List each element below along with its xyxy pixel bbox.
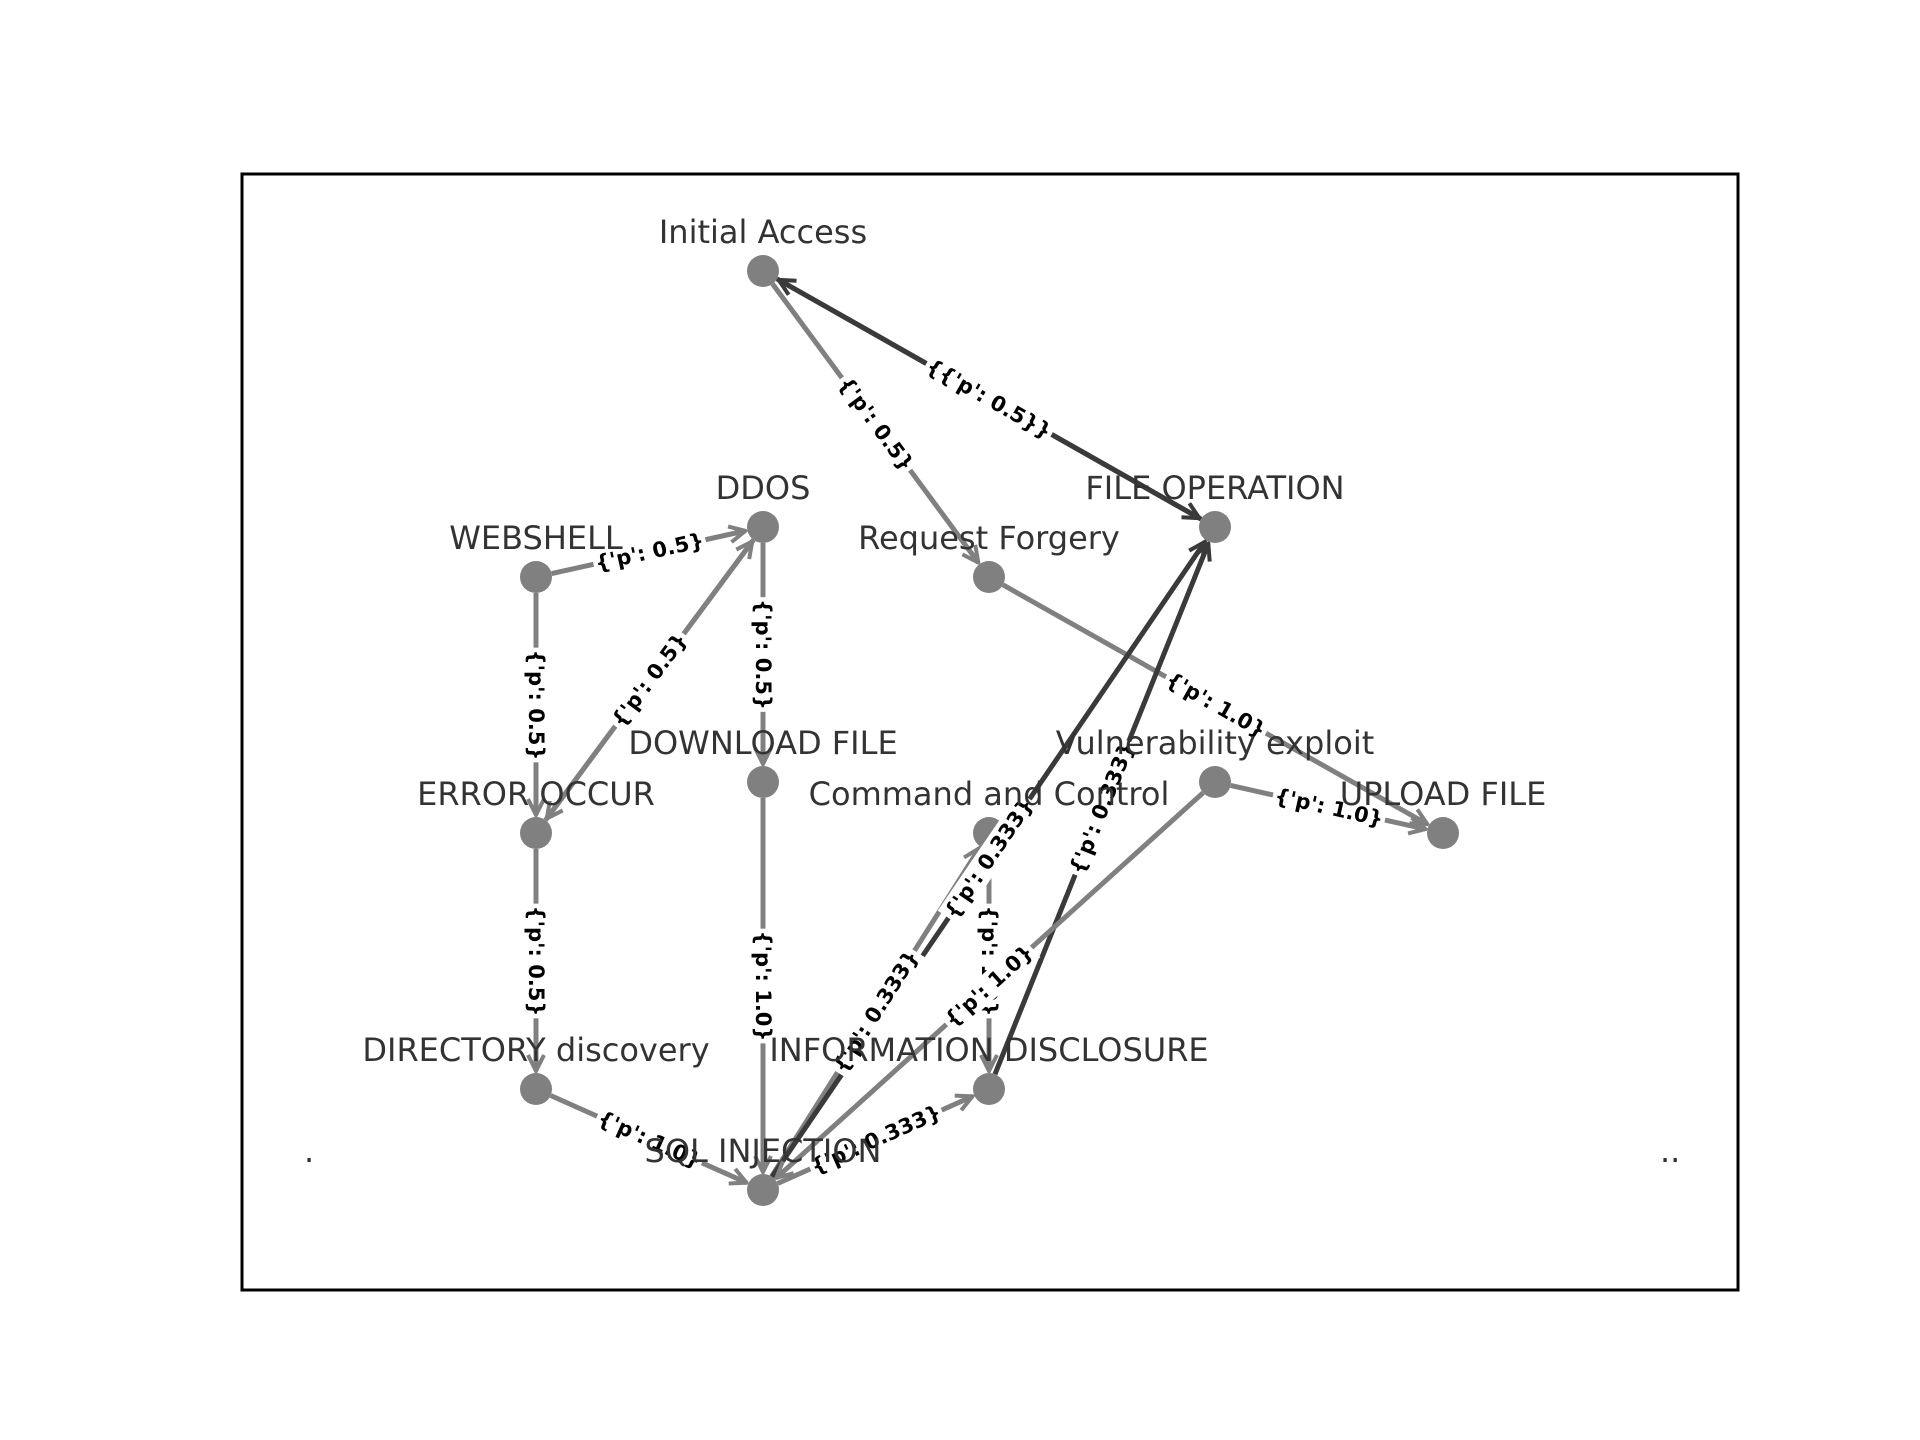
edge-label-background: [1063, 736, 1141, 880]
edge-label-text: {'p': 0.5}: [524, 906, 548, 1017]
edge-label-text: {'p': 0.5}: [833, 372, 918, 475]
node-label-file-operation: FILE OPERATION: [1085, 469, 1344, 507]
node-file-operation: [1199, 511, 1231, 543]
edge-label-text: {'p': 0.5}: [751, 599, 775, 710]
node-label-initial-access: Initial Access: [659, 213, 867, 251]
edge-label-text: {'p': 0.5}: [607, 628, 692, 731]
edge-label-background: [932, 359, 1046, 439]
edge-label-background: [523, 903, 549, 1019]
node-sql-injection: [747, 1174, 779, 1206]
left-marker: .: [304, 1132, 314, 1170]
edge-label-background: [804, 1098, 948, 1181]
edge-label-text: {'p': 1.0}: [751, 931, 775, 1042]
node-request-forgery: [973, 561, 1005, 593]
edge-label: {'p': 0.5}: [523, 647, 549, 763]
edge-label-background: [1270, 782, 1388, 833]
node-vulnerability-exploit: [1199, 766, 1231, 798]
edge-label-background: [750, 928, 776, 1044]
right-marker: ..: [1660, 1132, 1680, 1170]
edge-label: {'p': 0.5}: [932, 359, 1046, 439]
edge-label-background: [826, 943, 926, 1080]
node-initial-access: [747, 255, 779, 287]
edge-label-background: [750, 597, 776, 712]
edge-label-background: [937, 937, 1041, 1035]
node-label-request-forgery: Request Forgery: [858, 519, 1120, 557]
node-label-webshell: WEBSHELL: [449, 519, 623, 557]
node-label-information-disclosure: INFORMATION DISCLOSURE: [769, 1031, 1208, 1069]
edge-label: {'p': 0.5}: [750, 597, 776, 712]
edge-label: {'p': 0.5}: [604, 626, 695, 734]
node-label-error-occur: ERROR OCCUR: [417, 775, 655, 813]
node-label-download-file: DOWNLOAD FILE: [628, 724, 897, 762]
node-label-upload-file: UPLOAD FILE: [1340, 775, 1547, 813]
node-directory-discovery: [520, 1073, 552, 1105]
edge-label-background: [831, 370, 921, 478]
node-label-sql-injection: SQL INJECTION: [645, 1132, 882, 1170]
edge-label-background: [590, 526, 709, 578]
node-download-file: [747, 766, 779, 798]
edge-label-text: {'p': 0.5}: [524, 650, 548, 761]
diagram-frame: [240, 172, 1740, 1292]
edge-label-background: [937, 791, 1041, 926]
node-upload-file: [1427, 817, 1459, 849]
node-error-occur: [520, 817, 552, 849]
node-label-vulnerability-exploit: Vulnerability exploit: [1056, 724, 1375, 762]
node-label-ddos: DDOS: [716, 469, 811, 507]
nodes-layer: [520, 255, 1459, 1206]
edge-label-text: {'p': 0.5}: [935, 361, 1043, 436]
edge-label-background: [591, 1104, 708, 1175]
node-ddos: [747, 511, 779, 543]
node-webshell: [520, 561, 552, 593]
edge-label-background: [604, 626, 695, 734]
node-label-directory-discovery: DIRECTORY discovery: [362, 1031, 709, 1069]
edge-label-background: [523, 647, 549, 763]
node-label-command-and-control: Command and Control: [809, 775, 1170, 813]
edge-label: {'p': 1.0}: [750, 928, 776, 1044]
edge-label-background: [1159, 665, 1273, 745]
edge-label: {'p': 0.5}: [523, 903, 549, 1019]
node-information-disclosure: [973, 1073, 1005, 1105]
edge-label: {'p': 0.5}: [831, 370, 921, 478]
